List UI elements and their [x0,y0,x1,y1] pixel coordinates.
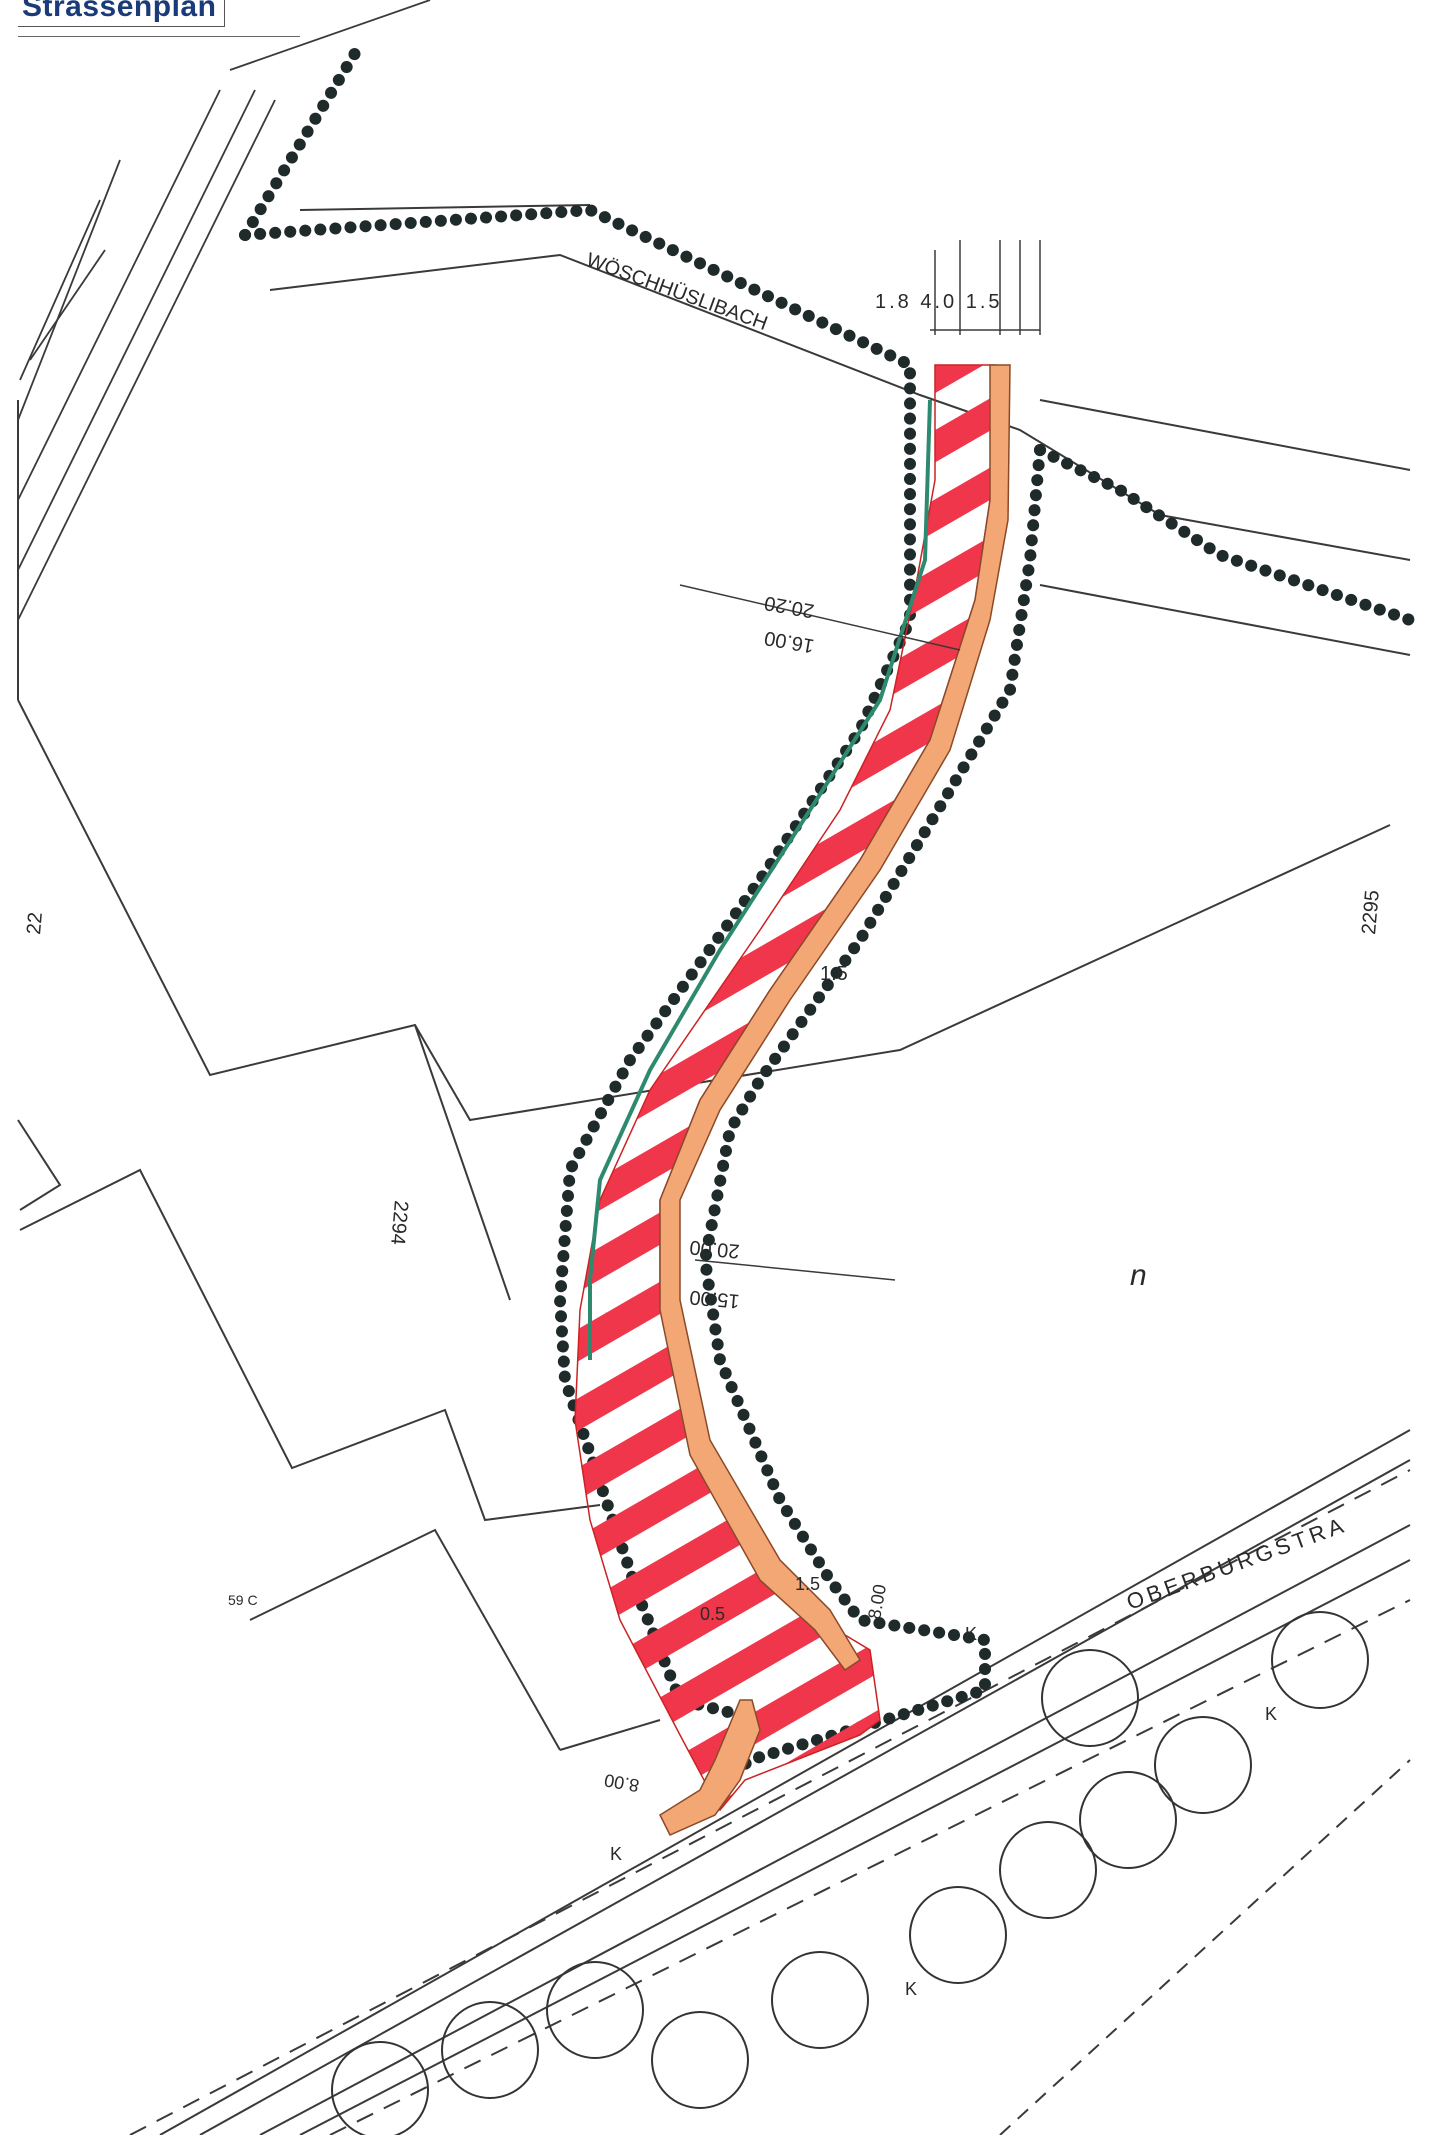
sidewalk-strip [659,364,1011,1672]
access-road [574,364,1011,1836]
edge-green-line [588,399,932,1360]
radius-mid-b: 15.00 [689,1286,741,1312]
street-trees [331,1611,1369,2135]
k-marker-1: K [965,1624,977,1644]
dim-top-label: 1.8 4.0 1.5 [875,291,1003,313]
street-lines [129,1429,1411,2135]
railway-lines [17,0,431,621]
dim-bottom-left-label: 0.5 [700,1604,725,1624]
k-marker-3: K [1265,1704,1277,1724]
stream-label: WÖSCHHÜSLIBACH [583,249,770,335]
title-underline [18,36,300,37]
stream-banks [269,204,1411,561]
parcel-2295-label: 2295 [1358,889,1384,935]
radius-bottom-left: 8.00 [603,1770,641,1796]
house-59c-label: 59 C [228,1592,258,1608]
dim-bottom-right-label: 1.5 [795,1574,820,1594]
k-marker-4: K [905,1979,917,1999]
sidewalk-corner [659,1699,761,1836]
parcel-22x-label: 22 [23,911,47,935]
parcel-boundaries [17,399,1411,1751]
radius-bottom-right: 8.00 [864,1583,890,1621]
radius-top-b: 16.00 [763,626,816,656]
parcel-2294-label: 2294 [386,1200,412,1246]
plan-title: Strassenplan [18,0,226,27]
handwritten-note: n [1130,1259,1147,1292]
radius-top-a: 20.20 [763,591,816,621]
dimension-lines [679,240,1041,1281]
k-marker-2: K [610,1844,622,1864]
dim-mid-label: 1.5 [820,963,848,985]
radius-mid-a: 20.00 [689,1236,741,1262]
